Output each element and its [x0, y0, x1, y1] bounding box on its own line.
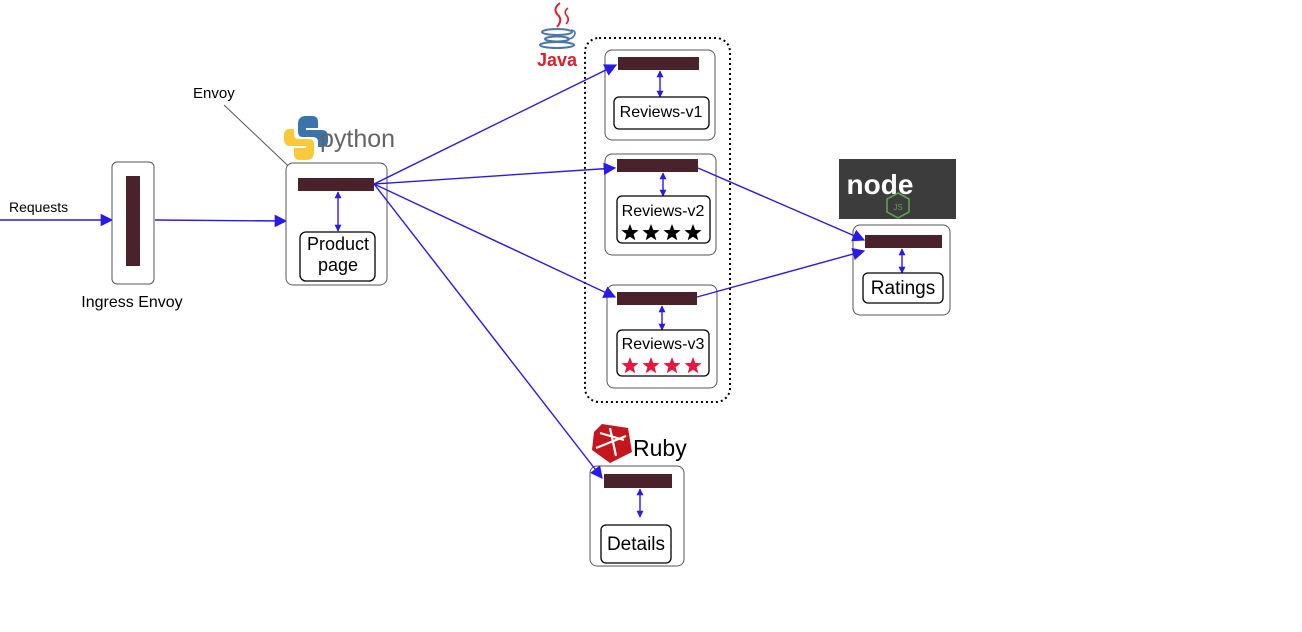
ratings-service-box — [862, 272, 944, 304]
reviews-v3-service-box — [616, 329, 710, 377]
python-logo: python — [284, 116, 395, 160]
ratings-node: Ratings — [852, 224, 951, 316]
star-icon — [642, 357, 660, 374]
productpage-label-line2: page — [318, 255, 358, 275]
productpage-service-box — [299, 231, 376, 282]
java-cup-icon — [539, 2, 576, 49]
ruby-gem-icon — [592, 424, 632, 463]
ingress-envoy-label: Ingress Envoy — [81, 294, 182, 311]
ruby-wordmark: Ruby — [633, 435, 687, 461]
star-icon — [621, 357, 639, 374]
productpage-node: Product page — [285, 162, 388, 286]
reviews-v3-to-ratings-arrow — [696, 247, 866, 298]
ingress-envoy-node: Ingress Envoy — [81, 161, 183, 311]
reviews-v2-label: Reviews-v2 — [622, 203, 705, 220]
productpage-to-details-arrow — [373, 183, 603, 479]
star-icon — [663, 224, 681, 241]
reviews-v2-envoy-proxy — [617, 159, 698, 172]
java-logo: Java — [537, 2, 578, 70]
ingress-envoy-proxy — [126, 176, 140, 266]
nodejs-js-badge: JS — [893, 203, 902, 212]
nodejs-logo-background — [839, 159, 956, 219]
reviews-v1-envoy-proxy — [618, 57, 699, 70]
reviews-v3-envoy-proxy — [617, 292, 697, 305]
reviews-v1-service-box — [613, 96, 710, 130]
details-service-box — [600, 524, 672, 564]
java-wordmark: Java — [537, 50, 578, 70]
star-icon — [621, 224, 639, 241]
reviews-v3-star-rating — [621, 357, 702, 374]
nodejs-hexagon-icon — [886, 192, 910, 219]
details-node: Details — [589, 465, 685, 567]
reviews-v2-node: Reviews-v2 — [604, 153, 717, 256]
python-wordmark: python — [320, 125, 395, 153]
python-snake-icon — [284, 116, 328, 160]
nodejs-logo: node JS — [839, 159, 956, 219]
productpage-envoy-proxy — [298, 178, 374, 191]
reviews-v1-node: Reviews-v1 — [604, 49, 716, 141]
reviews-v1-label: Reviews-v1 — [620, 104, 703, 121]
envoy-label: Envoy — [193, 85, 235, 102]
reviews-v2-star-rating — [621, 224, 702, 241]
star-icon — [684, 224, 702, 241]
details-envoy-proxy — [604, 474, 672, 488]
ratings-label: Ratings — [871, 278, 935, 299]
reviews-v2-to-ratings-arrow — [697, 167, 866, 242]
requests-label: Requests — [9, 199, 68, 215]
productpage-label-line1: Product — [307, 234, 369, 254]
productpage-to-reviews-v1-arrow — [373, 64, 618, 185]
ruby-logo: Ruby — [592, 424, 687, 463]
details-label: Details — [607, 534, 665, 555]
productpage-to-reviews-v3-arrow — [373, 183, 617, 298]
star-icon — [663, 357, 681, 374]
star-icon — [642, 224, 660, 241]
productpage-to-reviews-v2-arrow — [373, 162, 617, 185]
reviews-v3-label: Reviews-v3 — [622, 336, 705, 353]
reviews-group-boundary — [584, 37, 731, 403]
reviews-v3-node: Reviews-v3 — [606, 284, 718, 389]
ingress-to-productpage-arrow — [154, 214, 288, 228]
star-icon — [684, 357, 702, 374]
ratings-envoy-proxy — [865, 235, 942, 248]
